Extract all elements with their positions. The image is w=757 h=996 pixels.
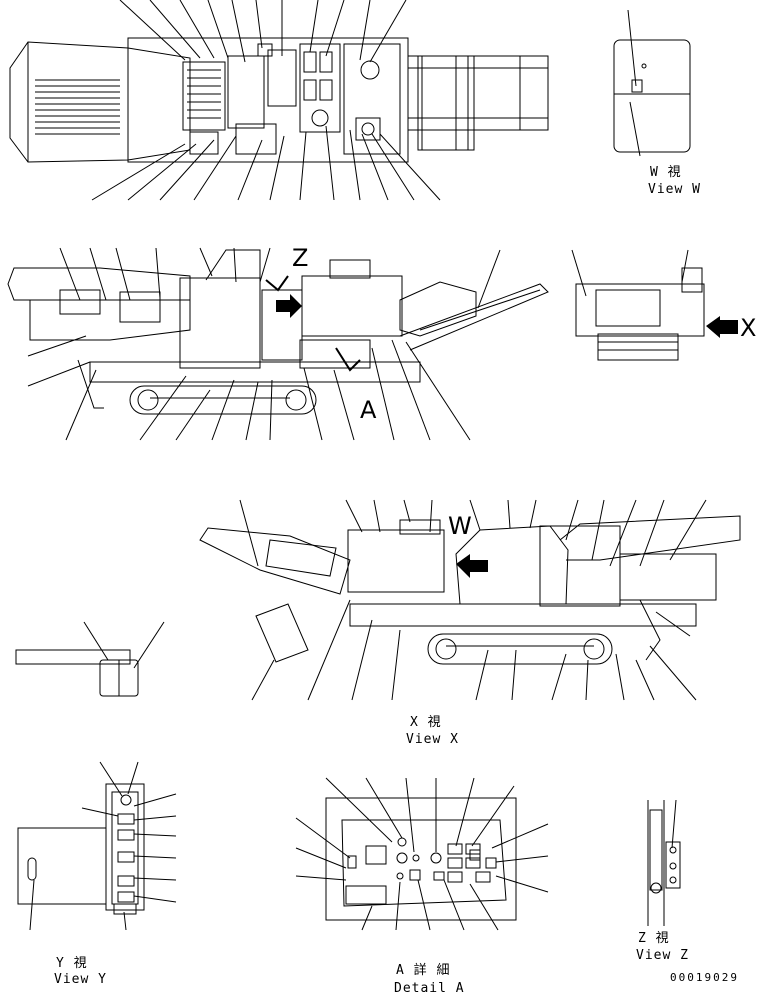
view-y-title-jp: Y 視 bbox=[56, 956, 88, 971]
side-view-left bbox=[8, 248, 548, 440]
view-x-title-en: View X bbox=[406, 732, 459, 747]
marker-a: A bbox=[360, 396, 377, 424]
view-z-drawing bbox=[648, 800, 680, 926]
view-y-title-en: View Y bbox=[54, 972, 107, 987]
document-number: 00019029 bbox=[670, 971, 739, 984]
marker-z: Z bbox=[292, 244, 309, 272]
view-z-title-jp: Z 視 bbox=[638, 931, 670, 946]
side-view-right bbox=[200, 500, 740, 700]
view-w-title-en: View W bbox=[648, 182, 701, 197]
marker-w: W bbox=[448, 512, 472, 540]
view-w-drawing bbox=[614, 10, 690, 156]
view-y-drawing bbox=[18, 762, 176, 930]
view-z-title-en: View Z bbox=[636, 948, 689, 963]
detail-a-drawing bbox=[296, 778, 548, 930]
view-x-title-jp: X 視 bbox=[410, 715, 442, 730]
detail-a-title-en: Detail A bbox=[394, 981, 465, 996]
detail-a-title-jp: A 詳 細 bbox=[396, 963, 451, 978]
detail-small-left bbox=[16, 622, 164, 696]
front-view-small bbox=[572, 250, 738, 360]
marker-x: X bbox=[740, 314, 757, 342]
top-view bbox=[10, 0, 548, 200]
view-w-title-jp: W 視 bbox=[650, 165, 682, 180]
